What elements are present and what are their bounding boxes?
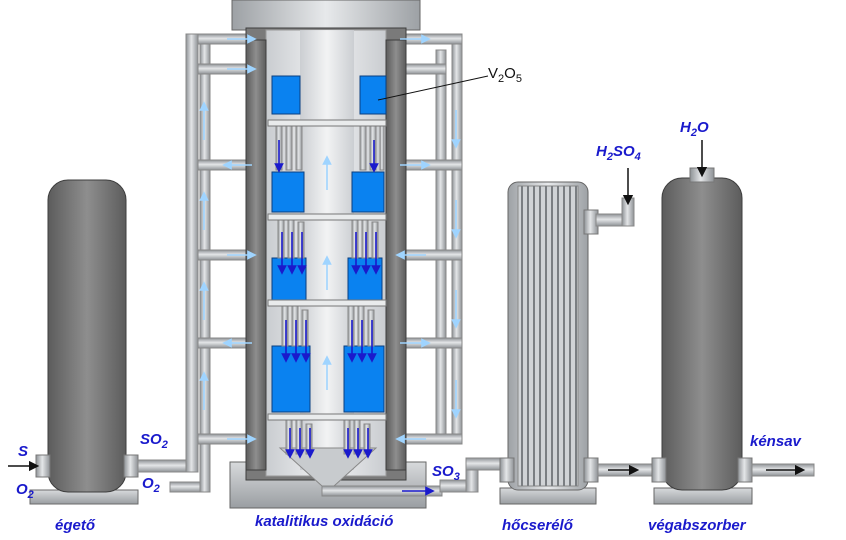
so2-pipe [137, 33, 199, 473]
catalyst-pointer [377, 75, 489, 101]
oxygen-feed-label: O2 [142, 475, 160, 495]
internal-crossbars [267, 119, 387, 421]
burner-label: égető [55, 517, 96, 534]
gas-flow-arrows [199, 34, 461, 444]
product-label: kénsav [750, 433, 803, 450]
water-label: H2O [680, 119, 709, 139]
so3-pipe [439, 457, 511, 493]
oxygen-input-label: O2 [16, 481, 34, 501]
oxidation-label: katalitikus oxidáció [255, 513, 393, 530]
sulfuric-acid-inlet-pipe [595, 197, 635, 227]
final-absorber-label: végabszorber [648, 517, 747, 534]
heat-exchanger-label: hőcserélő [502, 517, 574, 534]
burner-vessel [29, 179, 139, 505]
heat-exchanger [499, 181, 599, 505]
catalyst-label: V2O5 [488, 65, 522, 85]
process-flow-arrows [274, 140, 435, 496]
final-absorber [651, 167, 753, 505]
so2-label: SO2 [140, 431, 168, 451]
sulfuric-acid-label: H2SO4 [596, 143, 641, 163]
sulfur-input-label: S [18, 443, 28, 460]
so3-label: SO3 [432, 463, 460, 483]
